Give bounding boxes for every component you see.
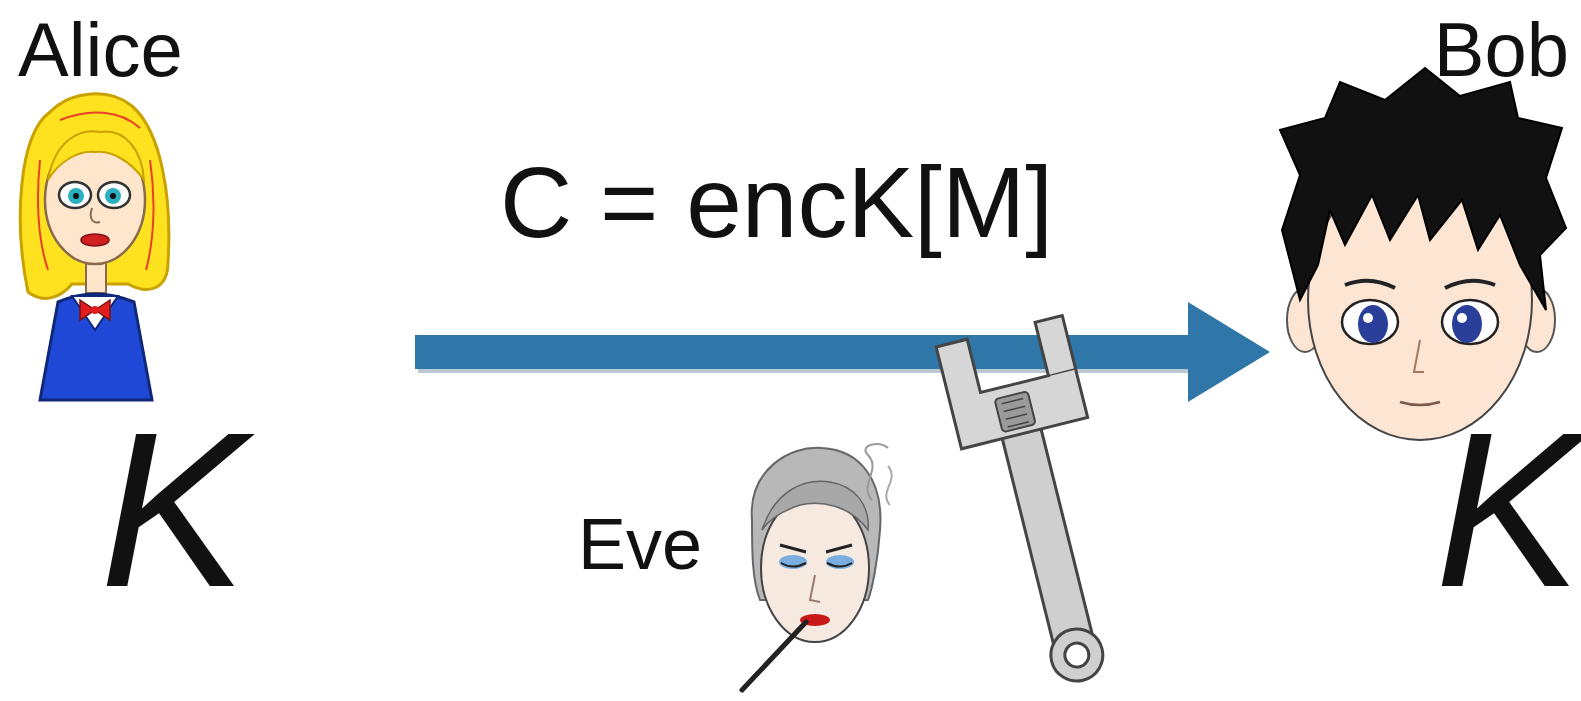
edge-label: C = encK[M] bbox=[500, 152, 1053, 252]
person-alice: AliceK bbox=[0, 0, 410, 600]
key-symbol: K bbox=[1435, 400, 1581, 620]
message-arrow bbox=[415, 302, 1270, 402]
alice-figure bbox=[20, 94, 168, 400]
person-name: Bob bbox=[1434, 12, 1569, 88]
bob-figure bbox=[1280, 68, 1566, 440]
key-symbol: K bbox=[100, 400, 247, 620]
wrench-symbol bbox=[936, 315, 1149, 695]
eve-figure bbox=[742, 444, 892, 690]
person-name: Alice bbox=[18, 12, 183, 88]
person-eve: Eve bbox=[560, 440, 940, 701]
person-bob: BobK bbox=[1270, 0, 1581, 600]
person-name: Eve bbox=[578, 508, 702, 580]
